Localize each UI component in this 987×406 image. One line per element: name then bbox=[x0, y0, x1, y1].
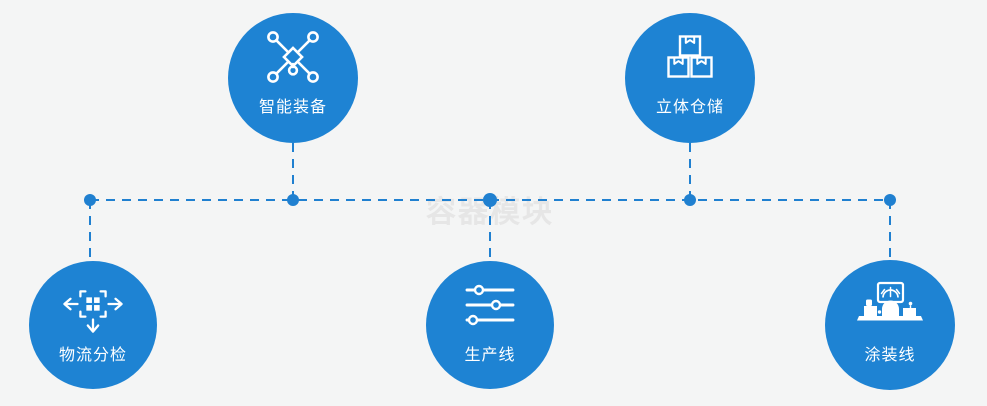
network-nodes-icon bbox=[267, 31, 319, 83]
node-circle-production-line[interactable] bbox=[426, 261, 554, 389]
node-production-line[interactable]: 生产线 bbox=[426, 261, 554, 389]
distribution-arrows-icon bbox=[63, 290, 123, 333]
node-label-stereoscopic-warehouse: 立体仓储 bbox=[656, 97, 724, 116]
sliders-icon bbox=[465, 284, 515, 326]
junction-dot-production-line bbox=[483, 193, 497, 207]
node-stereoscopic-warehouse[interactable]: 立体仓储 bbox=[625, 13, 755, 143]
node-circle-smart-equipment[interactable] bbox=[228, 13, 358, 143]
factory-machine-icon bbox=[857, 281, 923, 321]
node-circle-painting-line[interactable] bbox=[825, 260, 955, 390]
junction-dots bbox=[84, 193, 896, 207]
node-label-logistics-sorting: 物流分检 bbox=[59, 345, 127, 364]
node-label-production-line: 生产线 bbox=[464, 345, 515, 364]
stacked-boxes-icon bbox=[667, 35, 713, 78]
node-circle-stereoscopic-warehouse[interactable] bbox=[625, 13, 755, 143]
node-smart-equipment[interactable]: 智能装备 bbox=[228, 13, 358, 143]
junction-dot-smart-equipment bbox=[287, 194, 299, 206]
node-painting-line[interactable]: 涂装线 bbox=[825, 260, 955, 390]
junction-dot-stereoscopic-warehouse bbox=[684, 194, 696, 206]
node-label-smart-equipment: 智能装备 bbox=[259, 97, 327, 116]
junction-dot-painting-line bbox=[884, 194, 896, 206]
node-label-painting-line: 涂装线 bbox=[864, 345, 915, 364]
node-logistics-sorting[interactable]: 物流分检 bbox=[29, 261, 157, 389]
junction-dot-logistics-sorting bbox=[84, 194, 96, 206]
node-connectors bbox=[89, 143, 891, 262]
